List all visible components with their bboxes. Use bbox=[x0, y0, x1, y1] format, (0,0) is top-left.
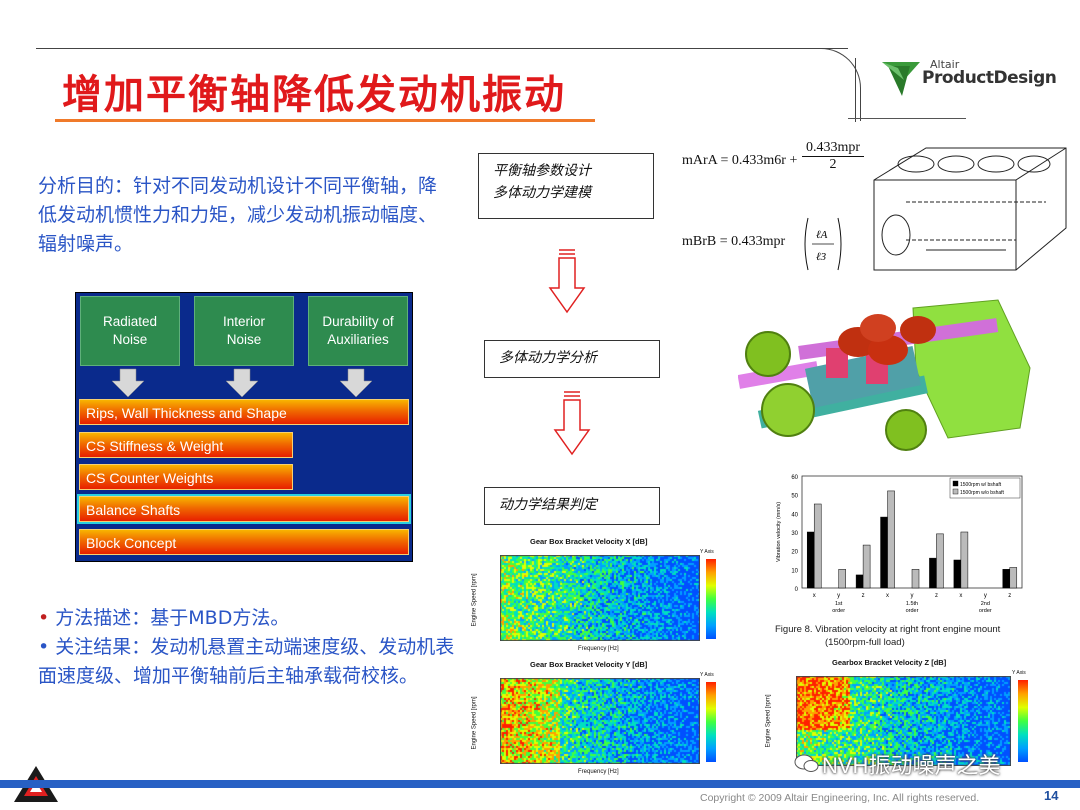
heatmap-y-legend bbox=[706, 682, 716, 762]
bullet-item: • 方法描述：基于MBD方法。 bbox=[38, 607, 290, 629]
heatmap-y-canvas bbox=[500, 678, 700, 764]
formula-1-fraction: 0.433mpr 2 bbox=[802, 140, 864, 173]
bar-1 bbox=[1009, 567, 1018, 589]
title-underline bbox=[55, 119, 595, 122]
y-tick-label: 40 bbox=[791, 512, 798, 518]
bar-1 bbox=[862, 544, 871, 589]
bar-1 bbox=[936, 533, 944, 589]
flow-arrow-1 bbox=[548, 249, 586, 314]
intro-paragraph: 分析目的：针对不同发动机设计不同平衡轴，降低发动机惯性力和力矩，减少发动机振动幅… bbox=[38, 175, 438, 255]
svg-text:ℓ3: ℓ3 bbox=[816, 251, 827, 263]
x-tick-label: y bbox=[911, 593, 914, 599]
x-tick-label: x bbox=[886, 593, 889, 599]
figure-caption: Figure 8. Vibration velocity at right fr… bbox=[775, 624, 1001, 648]
y-tick-label: 50 bbox=[791, 494, 798, 500]
down-arrow-icon bbox=[548, 257, 586, 314]
heatmap-x: Gear Box Bracket Velocity X [dB] Y Axis … bbox=[472, 537, 723, 655]
x-tick-label: x bbox=[959, 593, 962, 599]
heatmap-x-canvas bbox=[500, 555, 700, 641]
group-label: 1st bbox=[835, 601, 843, 607]
bar-0 bbox=[929, 557, 937, 589]
x-tick-label: y bbox=[984, 593, 987, 599]
bar-rips: Rips, Wall Thickness and Shape bbox=[79, 399, 409, 425]
footer-bar bbox=[0, 780, 1080, 788]
y-tick-label: 0 bbox=[795, 587, 799, 593]
heatmap-z: Gearbox Bracket Velocity Z [dB] Y Axis E… bbox=[766, 656, 1042, 780]
legend-swatch bbox=[952, 488, 959, 495]
flow-step-design: 平衡轴参数设计 多体动力学建模 bbox=[478, 153, 654, 219]
formula-2-bracket: ℓA ℓ3 bbox=[804, 217, 842, 271]
down-arrow-icon bbox=[111, 368, 145, 398]
svg-text:ℓA: ℓA bbox=[816, 229, 828, 241]
bullet-item: • 关注结果：发动机悬置主动端速度级、发动机表面速度级、增加平衡轴前后主轴承载荷… bbox=[38, 636, 455, 687]
flow-arrow-2 bbox=[553, 391, 591, 456]
legend-label: 1500rpm w/o bshaft bbox=[960, 490, 1005, 496]
down-arrow-icon bbox=[553, 399, 591, 456]
bar-0 bbox=[855, 574, 864, 589]
bar-0 bbox=[1002, 569, 1011, 589]
heatmap-y: Gear Box Bracket Velocity Y [dB] Y Axis … bbox=[472, 660, 723, 780]
heatmap-x-legend bbox=[706, 559, 716, 639]
wechat-icon bbox=[794, 754, 819, 772]
x-tick-label: x bbox=[813, 593, 816, 599]
formula-1: mArA = 0.433m6r + bbox=[682, 153, 798, 168]
watermark-text: NVH振动噪声之美 bbox=[822, 753, 1001, 778]
flow-step-analysis: 多体动力学分析 bbox=[484, 340, 660, 378]
y-axis-label: Vibration velocity (mm/s) bbox=[776, 502, 782, 562]
page-title: 增加平衡轴降低发动机振动 bbox=[62, 72, 566, 118]
x-tick-label: z bbox=[862, 593, 865, 599]
group-label: order bbox=[832, 608, 845, 614]
group-label: order bbox=[979, 608, 992, 614]
heatmap-z-legend bbox=[1018, 680, 1028, 762]
heatmap-z-canvas bbox=[796, 676, 1011, 766]
bar-block-concept: Block Concept bbox=[79, 529, 409, 555]
bar-cs-stiffness: CS Stiffness & Weight bbox=[79, 432, 293, 458]
y-tick-label: 60 bbox=[791, 475, 798, 481]
y-tick-label: 20 bbox=[791, 550, 798, 556]
logo-separator bbox=[855, 58, 856, 122]
x-tick-label: y bbox=[837, 593, 840, 599]
bar-cs-counter-weights: CS Counter Weights bbox=[79, 464, 293, 490]
bar-balance-shafts: Balance Shafts bbox=[77, 494, 411, 524]
bar-1 bbox=[960, 531, 969, 589]
altair-logo-icon bbox=[882, 62, 920, 96]
x-tick-label: z bbox=[935, 593, 938, 599]
legend-swatch bbox=[952, 480, 959, 487]
engine-block-sketch bbox=[873, 147, 1067, 271]
bar-1 bbox=[838, 569, 846, 589]
down-arrows bbox=[111, 368, 373, 398]
crankshaft-model bbox=[738, 299, 1031, 451]
logo-small-text: Altair bbox=[930, 58, 960, 71]
group-label: order bbox=[906, 608, 919, 614]
down-arrow-icon bbox=[225, 368, 259, 398]
down-arrow-icon bbox=[339, 368, 373, 398]
header-top-rule bbox=[36, 48, 848, 49]
logo-arc bbox=[780, 48, 861, 121]
bullet-list: • 方法描述：基于MBD方法。 • 关注结果：发动机悬置主动端速度级、发动机表面… bbox=[38, 604, 468, 691]
bar-0 bbox=[806, 531, 815, 589]
group-label: 1.5th bbox=[906, 601, 918, 607]
y-tick-label: 10 bbox=[791, 568, 798, 574]
bar-0 bbox=[880, 516, 888, 589]
legend-box bbox=[949, 477, 1021, 499]
bar-1 bbox=[887, 490, 895, 589]
bar-1 bbox=[911, 569, 920, 589]
group-label: 2nd bbox=[981, 601, 990, 607]
x-tick-label: z bbox=[1008, 593, 1011, 599]
legend-label: 1500rpm w/ bshaft bbox=[960, 482, 1002, 488]
logo-rule bbox=[848, 118, 966, 119]
formula-2: mBrB = 0.433mpr bbox=[682, 234, 786, 249]
bar-0 bbox=[953, 559, 962, 589]
y-tick-label: 30 bbox=[791, 531, 798, 537]
logo-main-text: ProductDesign bbox=[922, 68, 1057, 88]
bar-1 bbox=[813, 503, 822, 589]
copyright-text: Copyright © 2009 Altair Engineering, Inc… bbox=[700, 792, 980, 804]
flow-step-evaluation: 动力学结果判定 bbox=[484, 487, 660, 525]
page-number: 14 bbox=[1044, 788, 1059, 803]
